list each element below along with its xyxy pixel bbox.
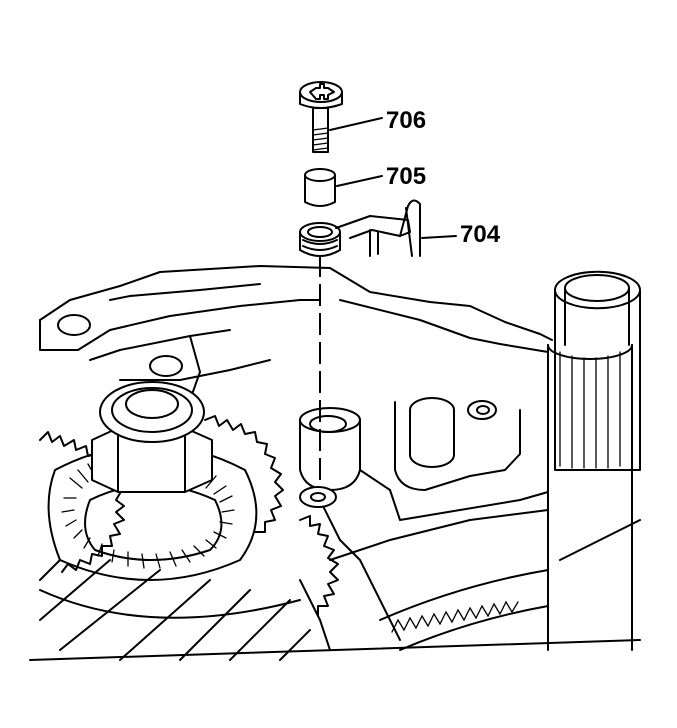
leader-line-705: [336, 175, 383, 187]
callout-706: 706: [386, 107, 426, 134]
callout-704: 704: [460, 221, 501, 248]
callout-705: 705: [386, 163, 426, 190]
leader-line-706: [329, 117, 383, 131]
transmission-case: [29, 265, 641, 661]
leader-line-704: [421, 235, 457, 239]
output-shaft: [547, 270, 641, 651]
spring-704: [299, 199, 421, 257]
bolt-hole: [299, 486, 337, 508]
drive-gear: [39, 381, 401, 661]
spacer-705: [304, 168, 336, 207]
bolt-706: [299, 81, 343, 153]
